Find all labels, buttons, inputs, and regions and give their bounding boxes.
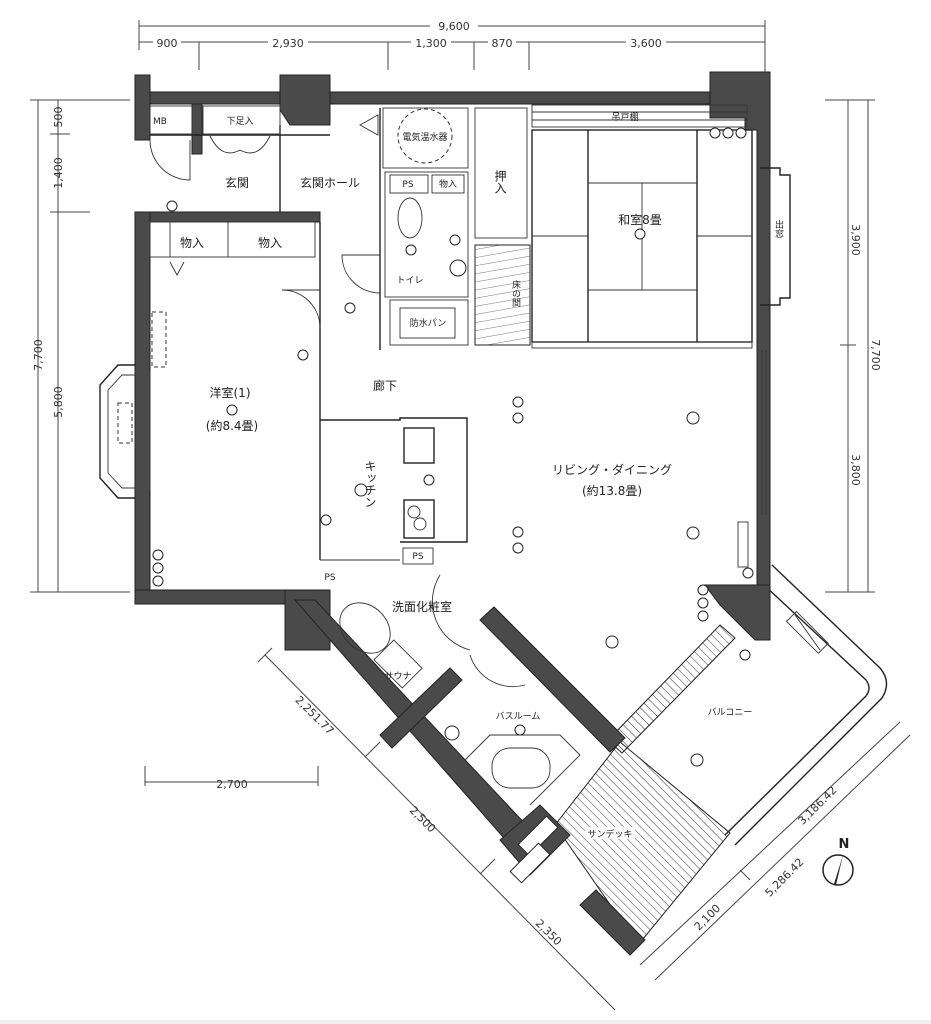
dim-left-seg: 1,400 <box>52 157 65 189</box>
dimension-right: 3,900 3,800 7,700 <box>825 99 882 593</box>
label-sauna: サウナ <box>384 671 411 682</box>
label-washitsu: 和室8畳 <box>618 212 662 227</box>
label-bathroom: バスルーム <box>496 711 541 722</box>
dim-top-seg: 2,930 <box>272 37 304 50</box>
dimension-left: 7,700 500 1,400 5,800 <box>30 99 130 593</box>
dim-right-total: 7,700 <box>869 339 882 371</box>
dim-left-seg: 500 <box>52 107 65 128</box>
label-washer-pan: 防水パン <box>410 317 446 329</box>
dim-diag-right: 2,100 <box>692 902 723 933</box>
walls <box>134 71 771 956</box>
dimension-bottom-left: 2,700 <box>144 766 319 791</box>
dim-diag-right: 3,186.42 <box>796 784 840 828</box>
label-storage-b: 物入 <box>258 236 282 250</box>
compass-north-label: N <box>839 837 850 852</box>
label-sundeck: サンデッキ <box>587 828 632 840</box>
compass-icon <box>822 854 854 886</box>
label-washroom: 洗面化粧室 <box>392 599 452 614</box>
label-entrance-hall: 玄関ホール <box>300 175 360 190</box>
label-western-room-size: (約8.4畳) <box>206 418 258 433</box>
label-tokonoma: 床の間 <box>510 279 521 308</box>
sundeck <box>554 624 736 946</box>
label-entrance: 玄関 <box>225 175 249 190</box>
label-top-shelf: 吊戸棚 <box>611 111 638 123</box>
dim-left-total: 7,700 <box>32 339 45 371</box>
dim-diag-left: 2,500 <box>407 804 438 835</box>
dim-top-seg: 3,600 <box>630 37 662 50</box>
dim-right-seg: 3,800 <box>849 454 862 486</box>
bottom-border <box>0 1020 931 1024</box>
dim-top-seg: 870 <box>492 37 513 50</box>
dim-diag-left: 2,350 <box>533 917 564 948</box>
label-bay-window: 出窓 <box>773 219 784 238</box>
label-living-dining-size: (約13.8畳) <box>582 483 642 498</box>
label-ps: PS <box>402 180 413 190</box>
label-toilet: トイレ <box>396 276 423 286</box>
dim-diag-right: 5,286.42 <box>763 856 807 900</box>
interior <box>99 104 791 884</box>
label-water-heater: 電気温水器 <box>402 131 447 143</box>
label-shoe-closet: 下足入 <box>226 116 253 127</box>
dim-top-seg: 900 <box>157 37 178 50</box>
dim-top-seg: 1,300 <box>415 37 447 50</box>
label-ps: PS <box>324 573 335 583</box>
label-storage-a: 物入 <box>180 236 204 250</box>
dim-diag-left: 2,251.77 <box>293 694 337 738</box>
label-oshiire: 押入 <box>493 170 507 194</box>
label-ps: PS <box>412 552 423 562</box>
label-western-room: 洋室(1) <box>210 385 251 400</box>
label-balcony: バルコニー <box>708 707 753 718</box>
label-corridor: 廊下 <box>373 378 397 393</box>
dim-bottom-left: 2,700 <box>216 778 248 791</box>
dim-right-seg: 3,900 <box>849 224 862 256</box>
north-arrow: N <box>822 837 854 886</box>
dimension-top: 9,600 900 2,930 1,300 870 3,600 <box>138 18 766 80</box>
balcony <box>690 564 888 846</box>
label-mb: MB <box>153 117 167 127</box>
label-storage: 物入 <box>439 178 457 190</box>
dim-left-seg: 5,800 <box>52 386 65 418</box>
label-kitchen: キッチン <box>363 460 377 508</box>
dim-top-total: 9,600 <box>438 20 470 33</box>
label-living-dining: リビング・ダイニング <box>552 462 672 477</box>
room-labels: MB 下足入 玄関 玄関ホール 電気温水器 PS 物入 トイレ 防水パン 押入 … <box>153 111 783 840</box>
